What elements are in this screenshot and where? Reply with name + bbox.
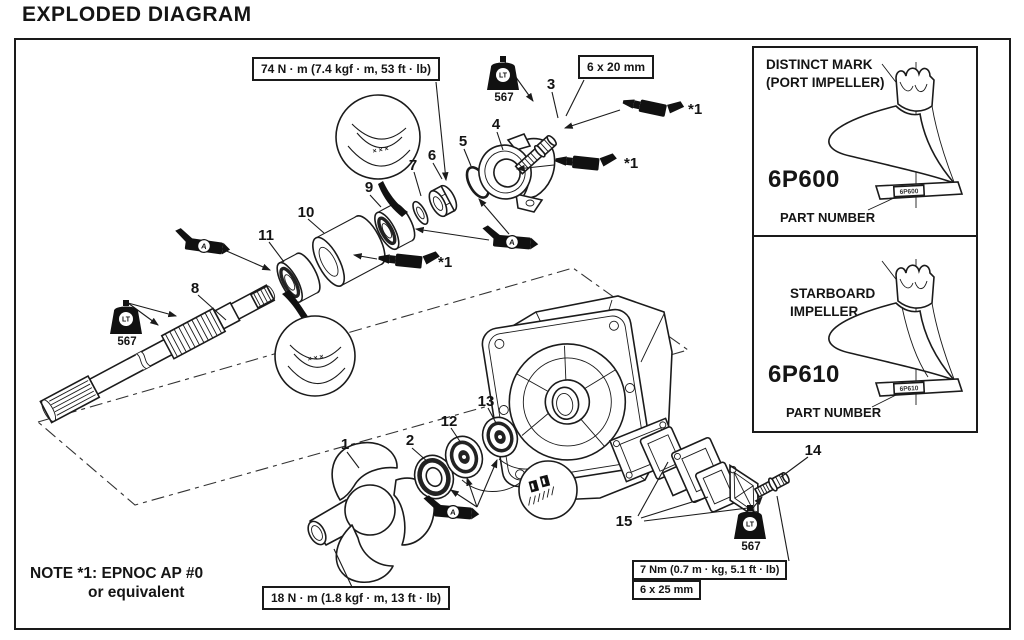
grease-ref-label: *1 bbox=[624, 155, 638, 172]
grease-a-icon: A bbox=[423, 495, 480, 520]
detail-circle-seal-section bbox=[461, 458, 578, 520]
part-number-2: 2 bbox=[406, 432, 414, 449]
part-number-1: 1 bbox=[341, 436, 349, 453]
part-number-15: 15 bbox=[616, 513, 633, 530]
nut-6 bbox=[428, 184, 458, 218]
port-impeller-art: 6P600 bbox=[828, 62, 964, 211]
part-number-9: 9 bbox=[365, 179, 373, 196]
drive-shaft-8 bbox=[39, 284, 276, 424]
page-title: EXPLODED DIAGRAM bbox=[22, 3, 252, 26]
part-number-11: 11 bbox=[258, 227, 274, 244]
part-numbers: 1 2 3 4 5 6 7 8 9 10 11 12 13 14 15 bbox=[191, 76, 822, 530]
part-number-12: 12 bbox=[441, 413, 458, 430]
part-number-5: 5 bbox=[459, 133, 467, 150]
part-number-13: 13 bbox=[478, 393, 495, 410]
bolt-14 bbox=[753, 471, 790, 499]
impeller-tag: 6P600 bbox=[899, 188, 919, 196]
note-line2: or equivalent bbox=[88, 584, 185, 602]
loctite-icon-left: LT 567 bbox=[110, 300, 142, 348]
grease-ref-label: *1 bbox=[438, 254, 452, 271]
diagram-border bbox=[14, 38, 1011, 630]
part-number-10: 10 bbox=[298, 204, 315, 221]
seal-12 bbox=[444, 435, 484, 479]
part-number-14: 14 bbox=[805, 442, 822, 459]
washer-7 bbox=[412, 200, 429, 226]
torque-callout-18nm: 18 N · m (1.8 kgf · m, 13 ft · lb) bbox=[262, 586, 451, 610]
note-line1: NOTE *1: EPNOC AP #0 bbox=[30, 565, 204, 582]
grease-ref-icon bbox=[622, 99, 685, 117]
grease-a-label: A bbox=[450, 507, 457, 516]
shaft-assembly bbox=[39, 166, 490, 424]
loctite-icon-bottom: LT 567 bbox=[734, 505, 766, 553]
pointer-arrows bbox=[127, 61, 763, 510]
starboard-impeller-panel: STARBOARD IMPELLER 6P610 PART NUMBER 6P6… bbox=[752, 235, 978, 433]
part-number-4: 4 bbox=[492, 116, 501, 133]
loctite-logo: LT bbox=[499, 73, 508, 80]
loctite-icon-top: LT 567 bbox=[487, 56, 519, 104]
loctite-567-label: 567 bbox=[117, 336, 136, 348]
part-number-3: 3 bbox=[547, 76, 555, 93]
torque-callout-7nm: 7 Nm (0.7 m · kg, 5.1 ft · lb) bbox=[632, 560, 788, 580]
part-number-6: 6 bbox=[428, 147, 436, 164]
leader-lines bbox=[197, 79, 809, 588]
bearing-11 bbox=[276, 252, 321, 304]
loctite-567-label: 567 bbox=[494, 92, 513, 104]
construction-lines bbox=[36, 267, 690, 506]
detail-circle-impeller-mark-top: × × × bbox=[335, 94, 421, 217]
starboard-part-number-caption: PART NUMBER bbox=[786, 405, 882, 420]
port-impeller-panel: DISTINCT MARK (PORT IMPELLER) 6P600 PART… bbox=[752, 46, 978, 237]
detail-circle-impeller-mark-mid: × × × bbox=[274, 290, 356, 397]
seal-13 bbox=[481, 416, 519, 458]
bolt-size-callout-6x20: 6 x 20 mm bbox=[578, 55, 655, 79]
grease-ref-label: *1 bbox=[688, 101, 702, 118]
distinct-mark-x: × × × bbox=[372, 146, 389, 156]
bearing-9 bbox=[374, 203, 416, 251]
part-number-8: 8 bbox=[191, 280, 199, 297]
port-part-code: 6P600 bbox=[768, 166, 840, 193]
distinct-mark-x: × × × bbox=[307, 354, 324, 364]
starboard-panel-title: STARBOARD IMPELLER bbox=[790, 285, 875, 320]
bolt-size-callout-6x25: 6 x 25 mm bbox=[632, 580, 702, 600]
starboard-part-code: 6P610 bbox=[768, 361, 840, 388]
impeller-1 bbox=[307, 441, 435, 583]
grease-a-icon: A bbox=[482, 225, 539, 250]
cover-4 bbox=[478, 132, 556, 213]
starboard-panel-title-line1: STARBOARD bbox=[790, 286, 876, 301]
outlet-plates bbox=[639, 426, 759, 521]
grease-a-icon: A bbox=[175, 228, 231, 255]
seal-2 bbox=[413, 454, 455, 500]
spacer-10 bbox=[312, 215, 386, 287]
loctite-logo: LT bbox=[122, 317, 131, 324]
port-panel-title-line2: (PORT IMPELLER) bbox=[766, 74, 885, 90]
impeller-tag: 6P610 bbox=[899, 385, 919, 393]
loctite-567-label: 567 bbox=[741, 541, 760, 553]
port-panel-title-line1: DISTINCT MARK bbox=[766, 57, 873, 72]
note-block: NOTE *1: EPNOC AP #0 or equivalent bbox=[30, 564, 203, 603]
grease-a-label: A bbox=[201, 241, 208, 251]
grease-ref-icon bbox=[378, 251, 440, 269]
starboard-panel-title-line2: IMPELLER bbox=[790, 303, 859, 319]
port-panel-title: DISTINCT MARK (PORT IMPELLER) bbox=[766, 56, 885, 91]
pump-housing bbox=[481, 295, 684, 501]
port-part-number-caption: PART NUMBER bbox=[780, 210, 876, 225]
grease-a-label: A bbox=[509, 237, 516, 246]
bottom-right-callouts: 7 Nm (0.7 m · kg, 5.1 ft · lb) 6 x 25 mm bbox=[632, 560, 788, 600]
starboard-impeller-art: 6P610 bbox=[828, 259, 964, 408]
torque-callout-74nm: 74 N · m (7.4 kgf · m, 53 ft · lb) bbox=[252, 57, 441, 81]
loctite-logo: LT bbox=[746, 522, 755, 529]
grease-ref-icon bbox=[555, 153, 617, 171]
part-number-7: 7 bbox=[409, 157, 417, 174]
